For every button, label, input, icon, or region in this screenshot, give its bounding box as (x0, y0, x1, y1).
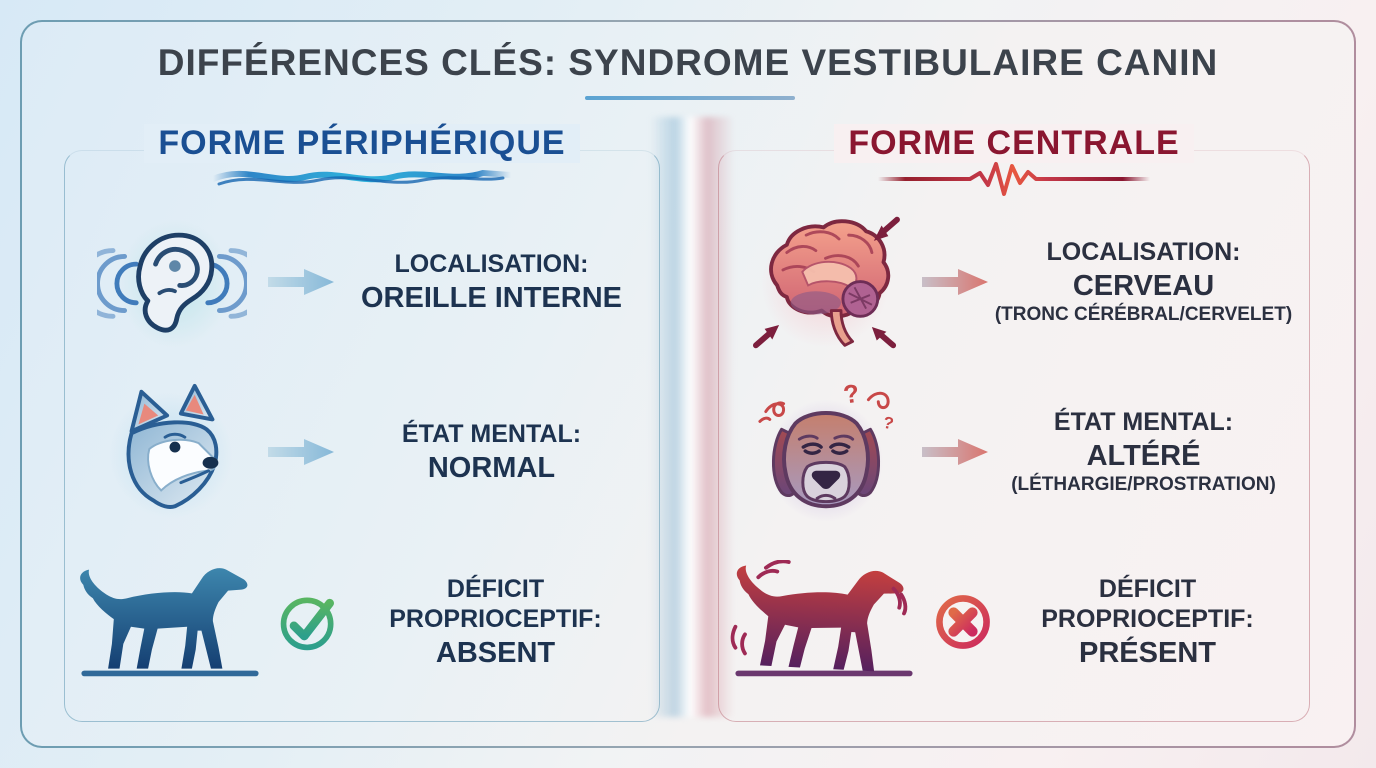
peripheral-heading: FORME PÉRIPHÉRIQUE (144, 124, 580, 163)
page-title: DIFFÉRENCES CLÉS: SYNDROME VESTIBULAIRE … (157, 42, 1219, 83)
standing-dog-icon (67, 560, 272, 684)
row-deficit-left: DÉFICIT PROPRIOCEPTIF: ABSENT (79, 545, 651, 699)
row-etat-mental-left: ÉTAT MENTAL: NORMAL (79, 375, 651, 529)
row-value: OREILLE INTERNE (360, 281, 622, 314)
row-label: ÉTAT MENTAL: (1053, 407, 1234, 436)
svg-text:?: ? (841, 380, 860, 410)
row-text: LOCALISATION: OREILLE INTERNE (338, 249, 651, 315)
row-label: DÉFICIT PROPRIOCEPTIF: (389, 574, 602, 633)
husky-head-icon (79, 378, 264, 526)
row-value: NORMAL (427, 451, 556, 484)
row-label: LOCALISATION: (394, 249, 589, 278)
row-label: DÉFICIT PROPRIOCEPTIF: (1041, 574, 1254, 633)
outer-frame: DIFFÉRENCES CLÉS: SYNDROME VESTIBULAIRE … (20, 20, 1356, 748)
arrow-right-icon (918, 434, 992, 470)
confused-dog-icon: ? ? (733, 378, 918, 526)
arrow-right-icon (264, 264, 338, 300)
arrow-right-icon (918, 264, 992, 300)
central-heading: FORME CENTRALE (834, 124, 1194, 163)
cross-icon (926, 589, 1000, 655)
wave-underline-icon (210, 169, 514, 186)
ecg-underline-icon (876, 162, 1152, 196)
row-deficit-right: DÉFICIT PROPRIOCEPTIF: PRÉSENT (730, 545, 1301, 699)
row-localisation-left: LOCALISATION: OREILLE INTERNE (79, 205, 651, 359)
row-label: ÉTAT MENTAL: (401, 419, 582, 448)
row-text: LOCALISATION: CERVEAU (TRONC CÉRÉBRAL/CE… (992, 237, 1301, 327)
row-localisation-right: LOCALISATION: CERVEAU (TRONC CÉRÉBRAL/CE… (733, 205, 1301, 359)
row-text: DÉFICIT PROPRIOCEPTIF: ABSENT (346, 574, 651, 670)
row-value: PRÉSENT (1079, 636, 1216, 669)
ear-icon (79, 210, 264, 355)
row-text: DÉFICIT PROPRIOCEPTIF: PRÉSENT (1000, 574, 1301, 670)
row-label: LOCALISATION: (1046, 237, 1241, 266)
brain-icon (733, 210, 918, 355)
row-etat-mental-right: ? ? ÉTAT MENTAL: ALTÉRÉ (LÉTHARGIE/PROST… (733, 375, 1301, 529)
center-divider (650, 117, 734, 717)
row-value: ALTÉRÉ (1086, 439, 1201, 472)
panel-central: FORME CENTRALE (718, 124, 1310, 722)
row-text: ÉTAT MENTAL: ALTÉRÉ (LÉTHARGIE/PROSTRATI… (992, 407, 1301, 497)
title-underline (585, 96, 795, 100)
central-header: FORME CENTRALE (719, 124, 1309, 199)
row-text: ÉTAT MENTAL: NORMAL (338, 419, 651, 485)
panel-peripheral: FORME PÉRIPHÉRIQUE (64, 124, 660, 722)
peripheral-header: FORME PÉRIPHÉRIQUE (65, 124, 659, 191)
peripheral-rows: LOCALISATION: OREILLE INTERNE (65, 151, 659, 721)
central-rows: LOCALISATION: CERVEAU (TRONC CÉRÉBRAL/CE… (719, 151, 1309, 721)
row-value: CERVEAU (1072, 269, 1215, 302)
row-note: (TRONC CÉRÉBRAL/CERVELET) (994, 304, 1293, 326)
wobbly-dog-icon (721, 560, 926, 684)
row-note: (LÉTHARGIE/PROSTRATION) (1011, 474, 1276, 496)
row-value: ABSENT (435, 636, 556, 669)
check-icon (272, 589, 346, 655)
svg-text:?: ? (881, 413, 895, 434)
arrow-right-icon (264, 434, 338, 470)
